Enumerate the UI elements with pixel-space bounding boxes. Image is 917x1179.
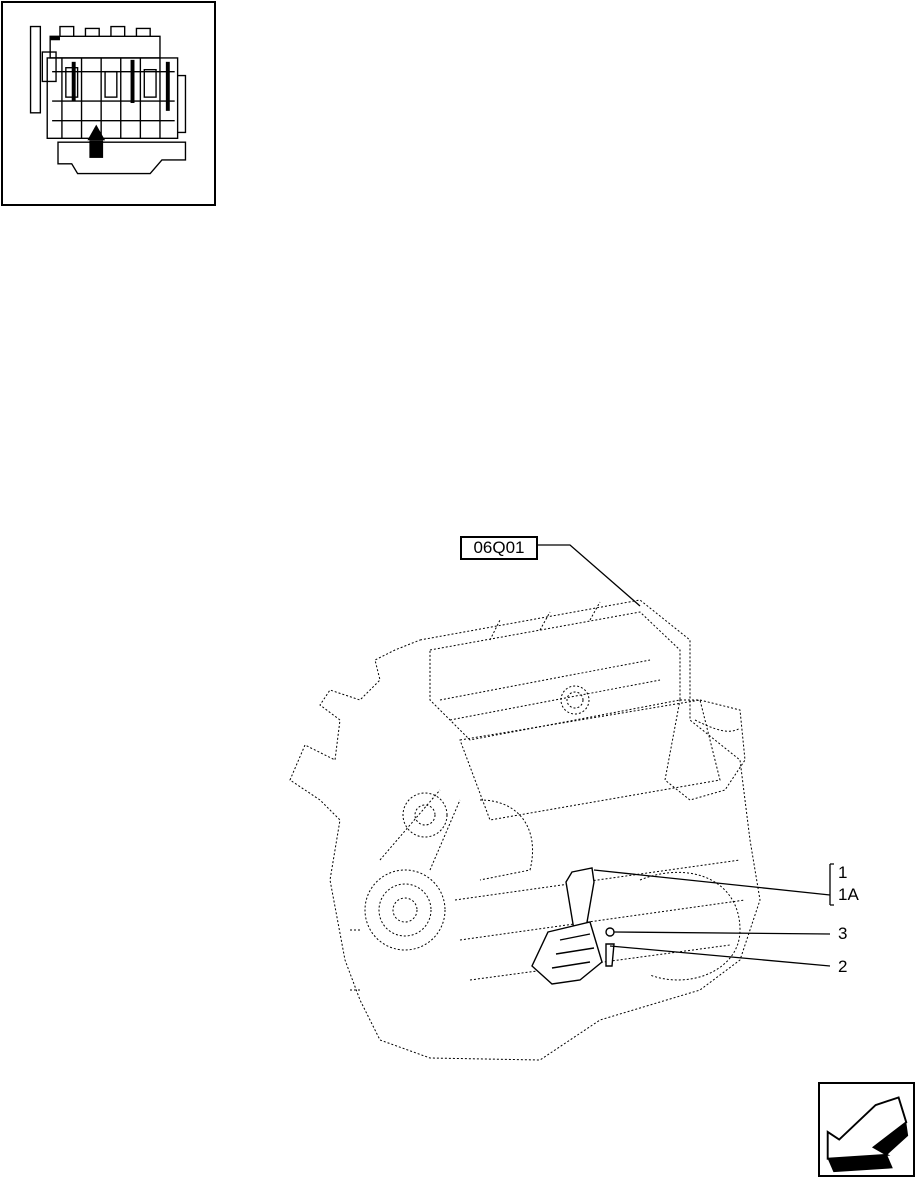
callout-part-2: 2 [838, 957, 848, 976]
previous-page-arrow-icon [826, 1096, 909, 1173]
engine-locator-thumbnail-icon [29, 25, 187, 175]
previous-page-button[interactable] [818, 1082, 915, 1177]
engine-locator-thumbnail [1, 1, 216, 206]
callout-part-1a: 1A [838, 885, 859, 904]
reference-code-label: 06Q01 [460, 536, 538, 560]
callout-part-1: 1 [838, 863, 848, 882]
callout-part-3: 3 [838, 924, 848, 943]
